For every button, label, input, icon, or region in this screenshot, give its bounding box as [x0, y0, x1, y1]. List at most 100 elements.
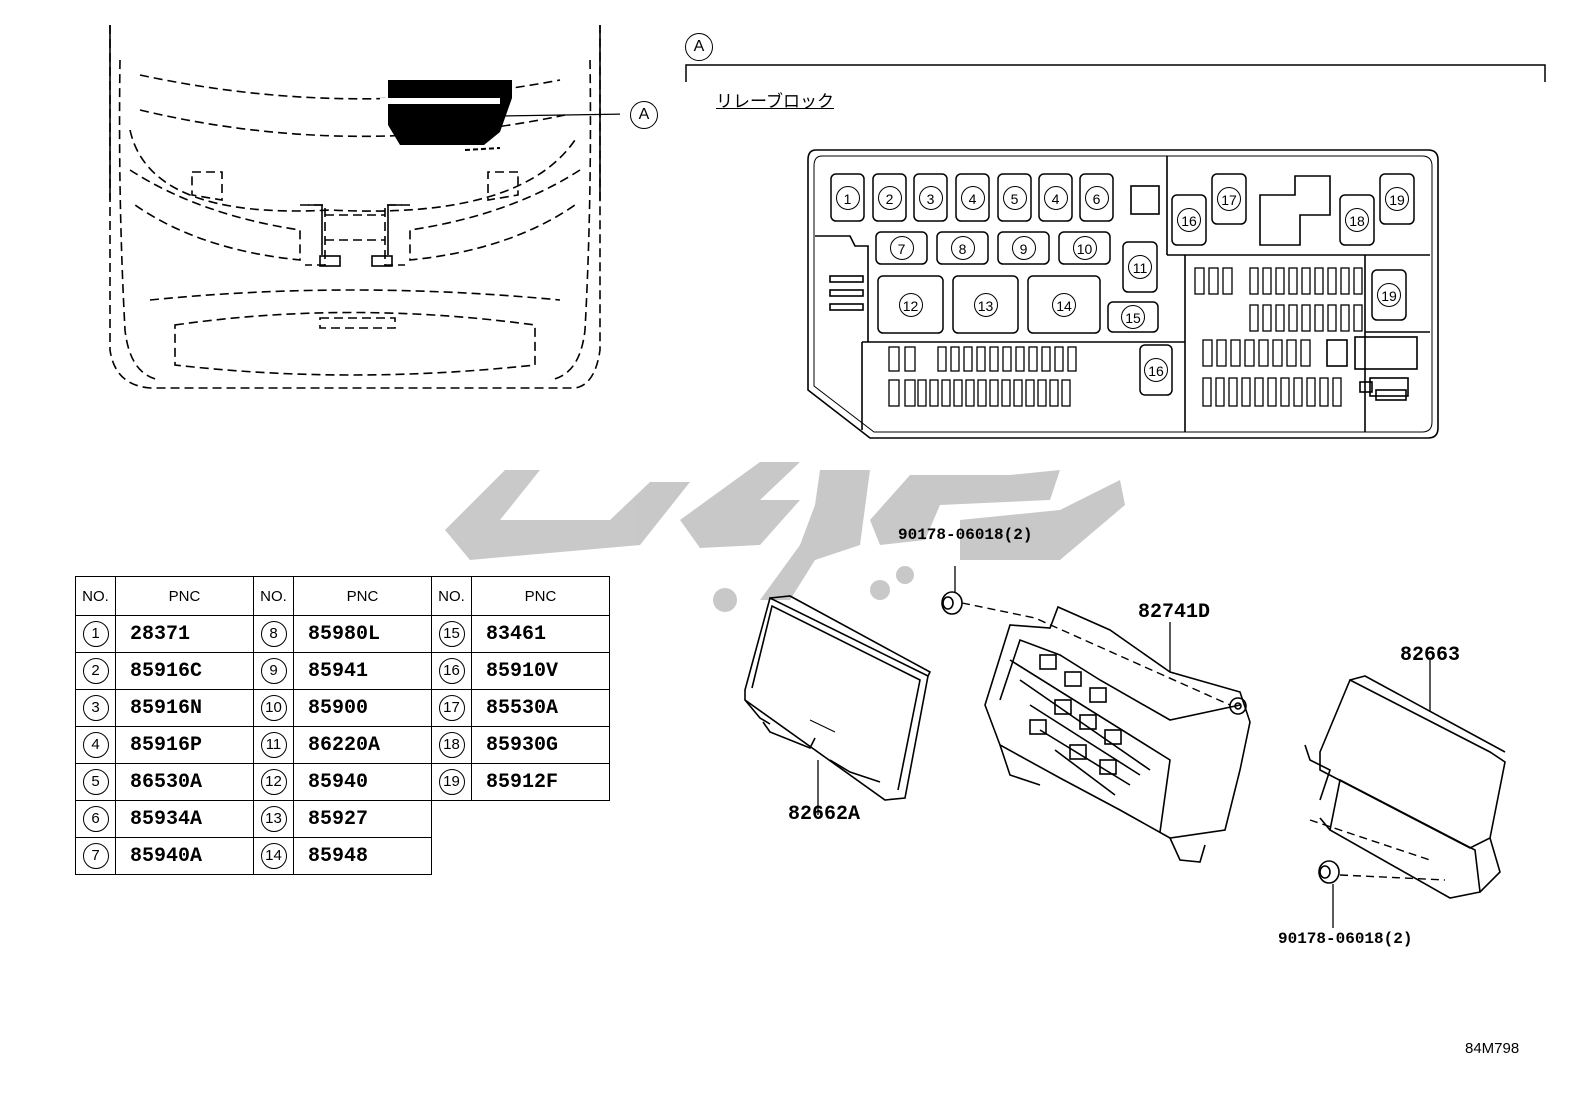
- fuse-slot: [963, 346, 973, 372]
- box-label: 82741D: [1138, 601, 1211, 624]
- fuse-slot: [1293, 377, 1303, 407]
- circled-number: 2: [82, 658, 109, 684]
- fuse-slot: [1262, 267, 1272, 295]
- detail-a-bracket: [685, 64, 1546, 82]
- lower-cover-label: 82663: [1400, 644, 1461, 667]
- relay-number-r4a: 4: [960, 185, 985, 210]
- fuse-slot: [1013, 379, 1023, 407]
- table-cell-pnc: 85900: [293, 689, 432, 727]
- fuse-slot: [1319, 377, 1329, 407]
- fuse-slot: [1015, 346, 1025, 372]
- relay-number-r11: 11: [1128, 255, 1152, 279]
- table-cell-pnc: 85916P: [115, 726, 254, 764]
- circled-number: 13: [260, 806, 287, 832]
- fuse-slot: [1002, 346, 1012, 372]
- relay-slot-r18: [1339, 194, 1375, 246]
- circled-number: 6: [82, 806, 109, 832]
- table-cell-no: 9: [253, 652, 294, 690]
- fuse-slot: [1272, 339, 1283, 367]
- fuse-slot: [1202, 377, 1212, 407]
- circled-number: 8: [260, 621, 287, 647]
- vehicle-front-view: [109, 25, 620, 389]
- fuse-slot: [976, 346, 986, 372]
- callout-a-vehicle: A: [630, 101, 658, 129]
- table-cell-pnc: 85934A: [115, 800, 254, 838]
- fuse-slot: [1280, 377, 1290, 407]
- fuse-slot: [1254, 377, 1264, 407]
- table-cell-no: 2: [75, 652, 116, 690]
- relay-slot-r19a: [1379, 173, 1415, 225]
- fuse-slot: [1306, 377, 1316, 407]
- watermark-logo: [445, 462, 1125, 612]
- fuse-slot: [1001, 379, 1011, 407]
- table-cell-pnc: 85980L: [293, 615, 432, 653]
- relay-slot-r19b: [1371, 269, 1407, 321]
- table-cell-no: 11: [253, 726, 294, 764]
- fuse-slot: [1267, 377, 1277, 407]
- table-cell-pnc: 85910V: [471, 652, 610, 690]
- relay-number-r19b: 19: [1377, 283, 1401, 307]
- fuse-slot: [1208, 267, 1219, 295]
- circled-number: 9: [260, 658, 287, 684]
- relay-number-r16a: 16: [1144, 358, 1168, 382]
- relay-number-r2: 2: [877, 185, 902, 210]
- table-cell-pnc: 85912F: [471, 763, 610, 801]
- relay-number-r17: 17: [1217, 187, 1241, 211]
- header-pnc: PNC: [115, 576, 254, 616]
- fuse-slot: [1327, 267, 1337, 295]
- fuse-slot: [965, 379, 975, 407]
- circled-number: 1: [82, 621, 109, 647]
- relay-number-r4b: 4: [1043, 185, 1068, 210]
- fuse-slot: [1216, 339, 1227, 367]
- diagram-id: 84M798: [1465, 1040, 1520, 1057]
- fuse-slot: [1262, 304, 1272, 332]
- fuse-slot: [941, 379, 951, 407]
- relay-slot-r13: [952, 275, 1019, 334]
- circled-number: 16: [438, 658, 465, 684]
- circled-number: 17: [438, 695, 465, 721]
- relay-slot-r5: [997, 173, 1032, 222]
- table-cell-no: 15: [431, 615, 472, 653]
- bolt-bottom: [1318, 860, 1340, 928]
- table-cell-no: 6: [75, 800, 116, 838]
- relay-block-title: リレーブロック: [716, 92, 834, 111]
- table-cell-no: 7: [75, 837, 116, 875]
- fuse-slot: [989, 379, 999, 407]
- fuse-slot: [1037, 379, 1047, 407]
- relay-box-82741d: [984, 605, 1251, 863]
- fuse-slot: [1353, 304, 1363, 332]
- fuse-slot: [1202, 339, 1213, 367]
- table-cell-no: 13: [253, 800, 294, 838]
- fuse-slot: [1194, 267, 1205, 295]
- table-cell-pnc: 83461: [471, 615, 610, 653]
- fuse-slot: [1041, 346, 1051, 372]
- table-cell-pnc: 85927: [293, 800, 432, 838]
- circled-number: 14: [260, 843, 287, 869]
- circled-number: 4: [82, 732, 109, 758]
- fuse-slot: [937, 346, 947, 372]
- circled-number: 15: [438, 621, 465, 647]
- relay-number-r18: 18: [1345, 208, 1369, 232]
- relay-number-r6: 6: [1084, 185, 1109, 210]
- fuse-slot: [1067, 346, 1077, 372]
- relay-number-r3: 3: [918, 185, 943, 210]
- table-cell-pnc: 86530A: [115, 763, 254, 801]
- fuse-slot: [1054, 346, 1064, 372]
- table-cell-pnc: 85940: [293, 763, 432, 801]
- table-cell-no: 5: [75, 763, 116, 801]
- fuse-slot: [1241, 377, 1251, 407]
- relay-number-r5: 5: [1002, 185, 1027, 210]
- fuse-slot: [1249, 267, 1259, 295]
- relay-slot-r17: [1211, 173, 1247, 225]
- fuse-slot: [1314, 267, 1324, 295]
- circled-number: 10: [260, 695, 287, 721]
- relay-slot-r15: [1107, 301, 1159, 333]
- fuse-slot: [1275, 304, 1285, 332]
